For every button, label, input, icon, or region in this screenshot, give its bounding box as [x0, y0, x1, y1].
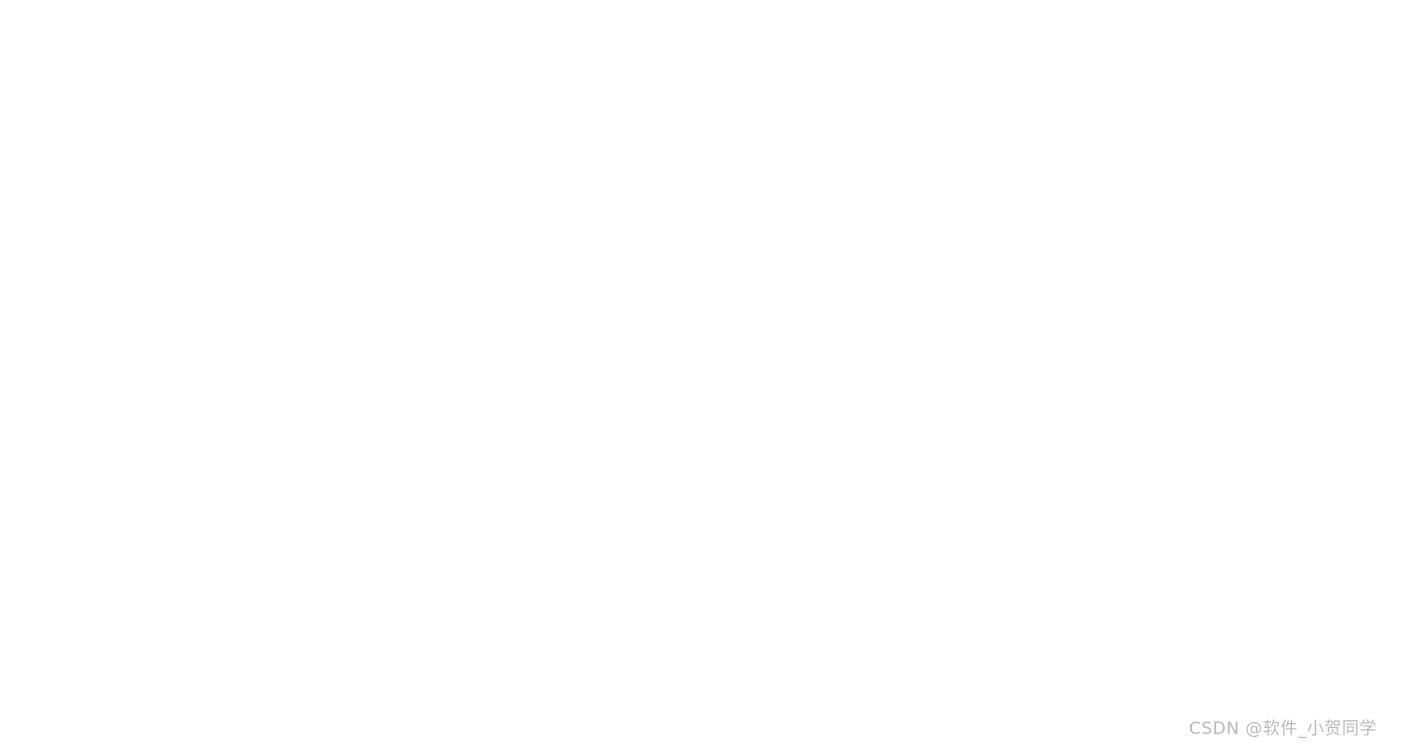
watermark-csdn: CSDN @软件_小贺同学	[1189, 719, 1377, 739]
